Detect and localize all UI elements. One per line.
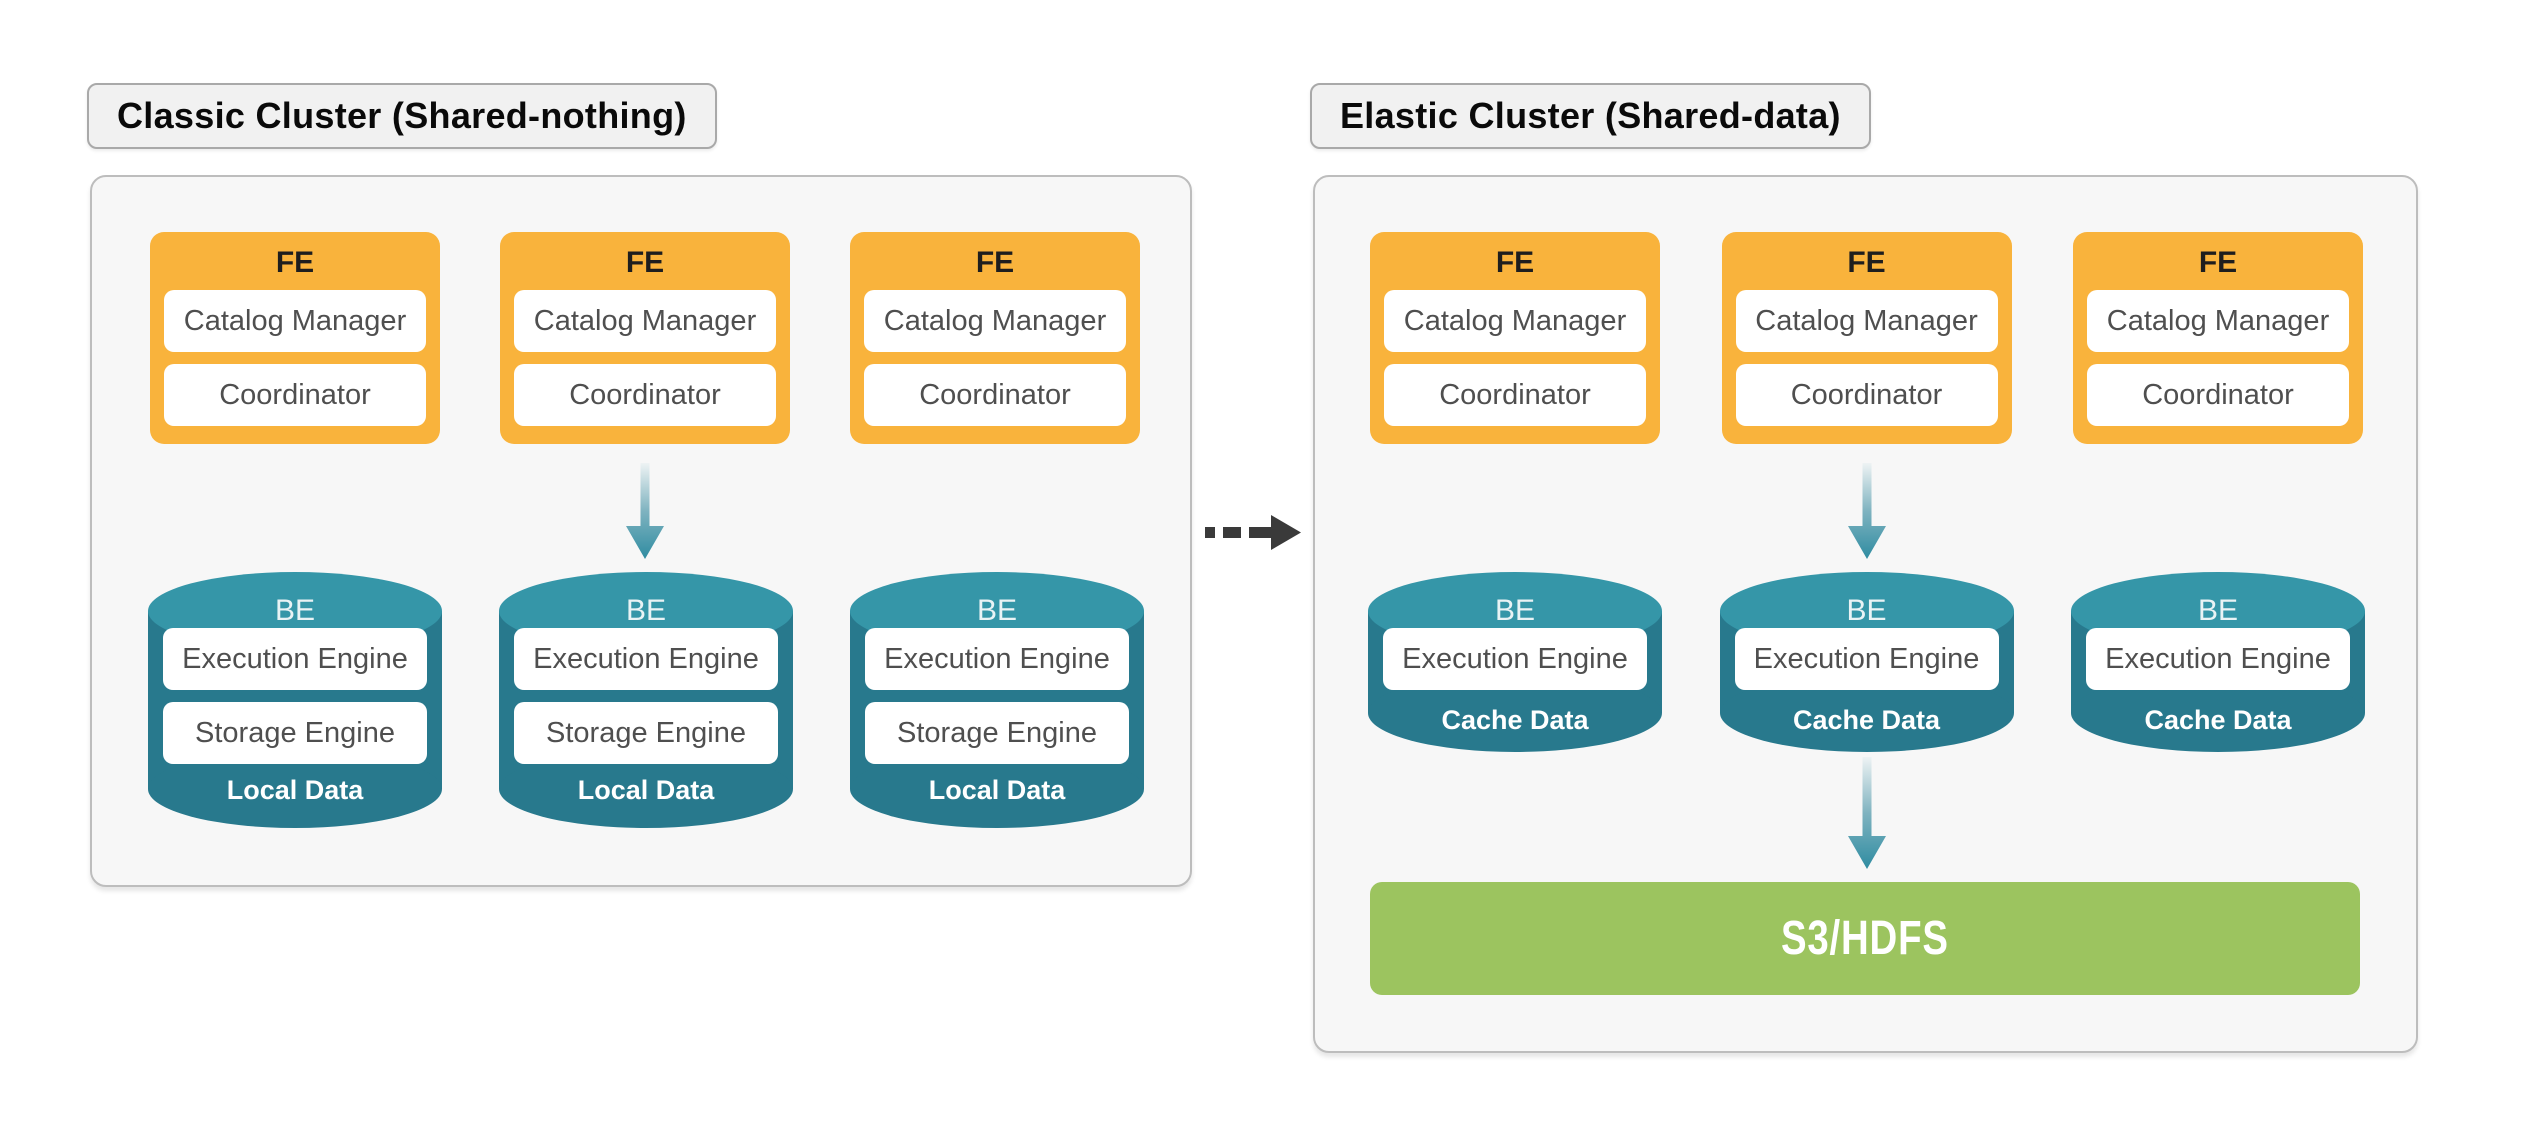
be-title: BE [1846, 594, 1887, 627]
fe-node: FE Catalog Manager Coordinator [1370, 232, 1660, 444]
be-cylinder: BE Execution Engine Cache Data [1719, 572, 2014, 752]
elastic-cluster-panel: FE Catalog Manager Coordinator FE Catalo… [1313, 175, 2418, 1053]
local-data-label: Local Data [928, 775, 1066, 805]
storage-engine-box: Storage Engine [514, 702, 778, 764]
execution-engine-box: Execution Engine [2086, 628, 2350, 690]
be-cylinder: BE Execution Engine Storage Engine Local… [499, 572, 793, 828]
execution-engine-box: Execution Engine [1383, 628, 1647, 690]
elastic-cluster-label: Elastic Cluster (Shared-data) [1310, 83, 1871, 149]
coordinator-box: Coordinator [514, 364, 776, 426]
fe-title: FE [2198, 246, 2238, 279]
coordinator-box: Coordinator [2087, 364, 2349, 426]
fe-title: FE [975, 246, 1015, 279]
cache-data-label: Cache Data [2144, 705, 2292, 735]
classic-cluster-panel: FE Catalog Manager Coordinator FE Catalo… [90, 175, 1192, 887]
be-cylinder: BE Execution Engine Cache Data [1368, 572, 1662, 752]
execution-engine-box: Execution Engine [514, 628, 778, 690]
catalog-manager-box: Catalog Manager [514, 290, 776, 352]
classic-fe-row: FE Catalog Manager Coordinator FE Catalo… [150, 232, 1140, 444]
elastic-be-row: BE Execution Engine Cache Data BE Execut… [1368, 572, 2365, 752]
catalog-manager-box: Catalog Manager [2087, 290, 2349, 352]
fe-title: FE [1847, 246, 1886, 279]
elastic-fe-row: FE Catalog Manager Coordinator FE Catalo… [1370, 232, 2363, 444]
fe-title: FE [1495, 246, 1535, 279]
catalog-manager-box: Catalog Manager [164, 290, 426, 352]
shared-storage-box: S3/HDFS [1370, 882, 2360, 995]
classic-cluster-label: Classic Cluster (Shared-nothing) [87, 83, 717, 149]
be-cylinder: BE Execution Engine Storage Engine Local… [850, 572, 1144, 828]
be-cylinder: BE Execution Engine Storage Engine Local… [148, 572, 442, 828]
fe-title: FE [625, 246, 665, 279]
be-title: BE [625, 594, 667, 627]
catalog-manager-box: Catalog Manager [1735, 290, 1998, 352]
catalog-manager-box: Catalog Manager [864, 290, 1126, 352]
fe-node: FE Catalog Manager Coordinator [2073, 232, 2363, 444]
down-arrow-icon [626, 463, 664, 559]
storage-label: S3/HDFS [1781, 912, 1949, 965]
dashed-transition-arrow-icon [1205, 515, 1301, 550]
catalog-manager-box: Catalog Manager [1384, 290, 1646, 352]
fe-title: FE [275, 246, 315, 279]
coordinator-box: Coordinator [864, 364, 1126, 426]
down-arrow-icon [1848, 757, 1886, 869]
be-cylinder: BE Execution Engine Cache Data [2071, 572, 2365, 752]
storage-engine-box: Storage Engine [865, 702, 1129, 764]
be-title: BE [274, 594, 316, 627]
local-data-label: Local Data [226, 775, 364, 805]
be-title: BE [976, 594, 1018, 627]
cache-data-label: Cache Data [1792, 705, 1941, 735]
be-title: BE [1494, 594, 1536, 627]
coordinator-box: Coordinator [1384, 364, 1646, 426]
fe-node: FE Catalog Manager Coordinator [1721, 232, 2012, 444]
fe-node: FE Catalog Manager Coordinator [150, 232, 440, 444]
down-arrow-icon [1848, 463, 1886, 559]
classic-be-row: BE Execution Engine Storage Engine Local… [148, 572, 1144, 828]
execution-engine-box: Execution Engine [865, 628, 1129, 690]
fe-node: FE Catalog Manager Coordinator [500, 232, 790, 444]
execution-engine-box: Execution Engine [1734, 628, 1999, 690]
local-data-label: Local Data [577, 775, 715, 805]
execution-engine-box: Execution Engine [163, 628, 427, 690]
fe-node: FE Catalog Manager Coordinator [850, 232, 1140, 444]
coordinator-box: Coordinator [1735, 364, 1998, 426]
storage-engine-box: Storage Engine [163, 702, 427, 764]
coordinator-box: Coordinator [164, 364, 426, 426]
cache-data-label: Cache Data [1441, 705, 1589, 735]
be-title: BE [2197, 594, 2239, 627]
